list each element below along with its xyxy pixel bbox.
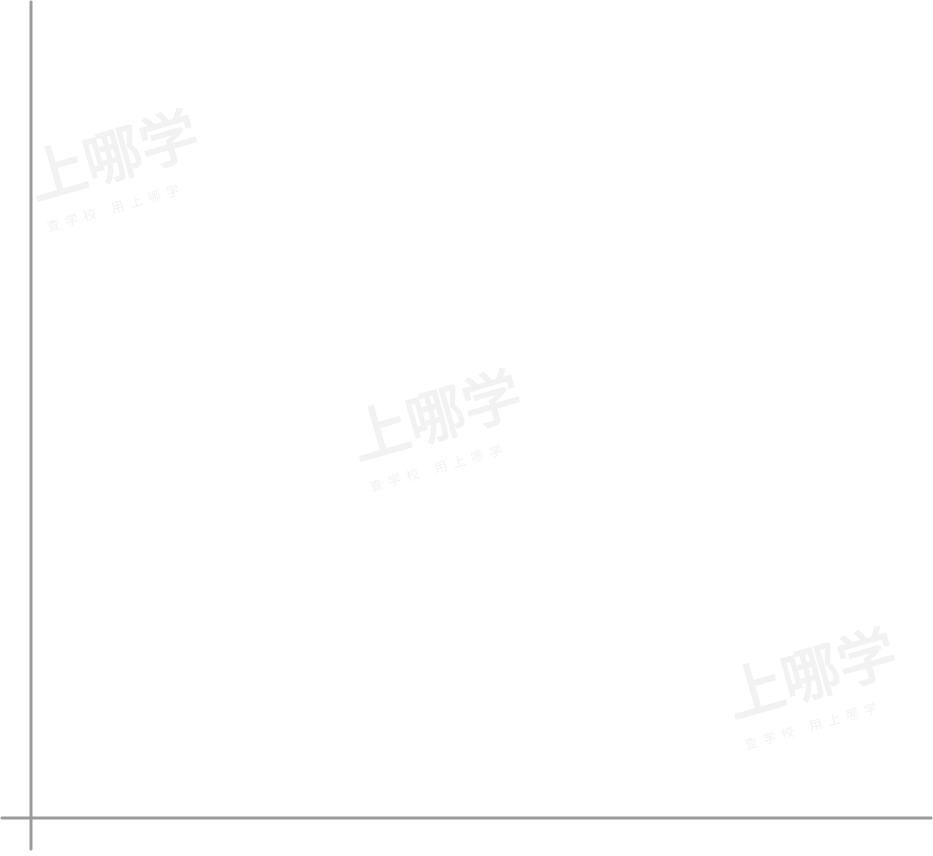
watermark-center: 上哪学 查学校 用上哪学 — [343, 360, 529, 495]
watermark-bottom-right: 上哪学 查学校 用上哪学 — [718, 618, 904, 753]
watermark-top-left: 上哪学 查学校 用上哪学 — [20, 100, 206, 235]
